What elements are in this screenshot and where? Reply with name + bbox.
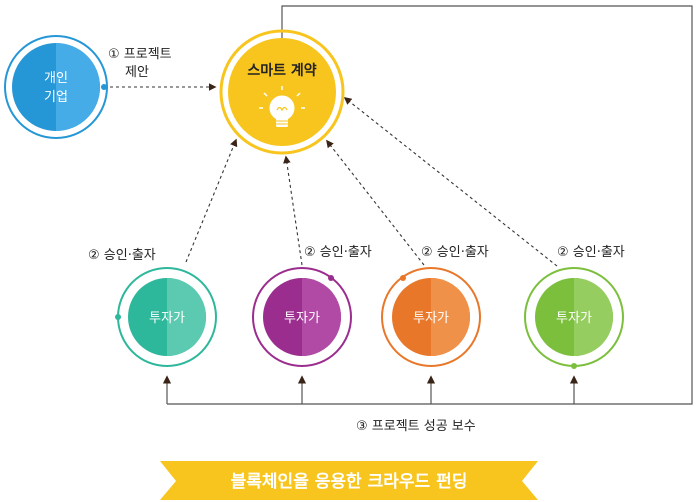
investment-step-label-2: ② 승인·출자 bbox=[304, 245, 372, 260]
investment-arrow-3 bbox=[326, 139, 425, 266]
investor-node-2: 투자가 bbox=[252, 267, 352, 367]
investment-arrow-4 bbox=[343, 97, 558, 267]
company-label-line1: 개인 bbox=[44, 71, 68, 86]
smart-contract-node: 스마트 계약 bbox=[219, 29, 345, 155]
investor-label-2: 투자가 bbox=[284, 311, 320, 326]
banner-title: 블록체인을 응용한 크라우드 펀딩 bbox=[231, 472, 468, 492]
investor-label-3: 투자가 bbox=[413, 311, 449, 326]
lightbulb-icon bbox=[259, 86, 305, 127]
investor-label-4: 투자가 bbox=[556, 311, 592, 326]
investment-arrow-1 bbox=[185, 138, 238, 263]
company-label-line2: 기업 bbox=[44, 90, 68, 105]
smart-contract-title: 스마트 계약 bbox=[247, 62, 316, 79]
return-connector bbox=[167, 5, 693, 405]
investor-node-4: 투자가 bbox=[524, 267, 624, 369]
reward-step-label: ③ 프로젝트 성공 보수 bbox=[356, 419, 476, 434]
company-node: 개인 기업 bbox=[4, 35, 108, 139]
proposal-step-label-line2: 제안 bbox=[125, 65, 149, 80]
investment-arrow-2 bbox=[283, 155, 303, 266]
investment-step-label-3: ② 승인·출자 bbox=[421, 245, 489, 260]
investor-node-3: 투자가 bbox=[381, 267, 481, 367]
investment-step-label-1: ② 승인·출자 bbox=[88, 248, 156, 263]
investor-label-1: 투자가 bbox=[149, 311, 185, 326]
proposal-step-label-line1: ① 프로젝트 bbox=[108, 47, 172, 62]
investment-step-label-4: ② 승인·출자 bbox=[557, 245, 625, 260]
investor-node-1: 투자가 bbox=[115, 267, 217, 367]
title-banner: 블록체인을 응용한 크라우드 펀딩 bbox=[160, 461, 538, 500]
